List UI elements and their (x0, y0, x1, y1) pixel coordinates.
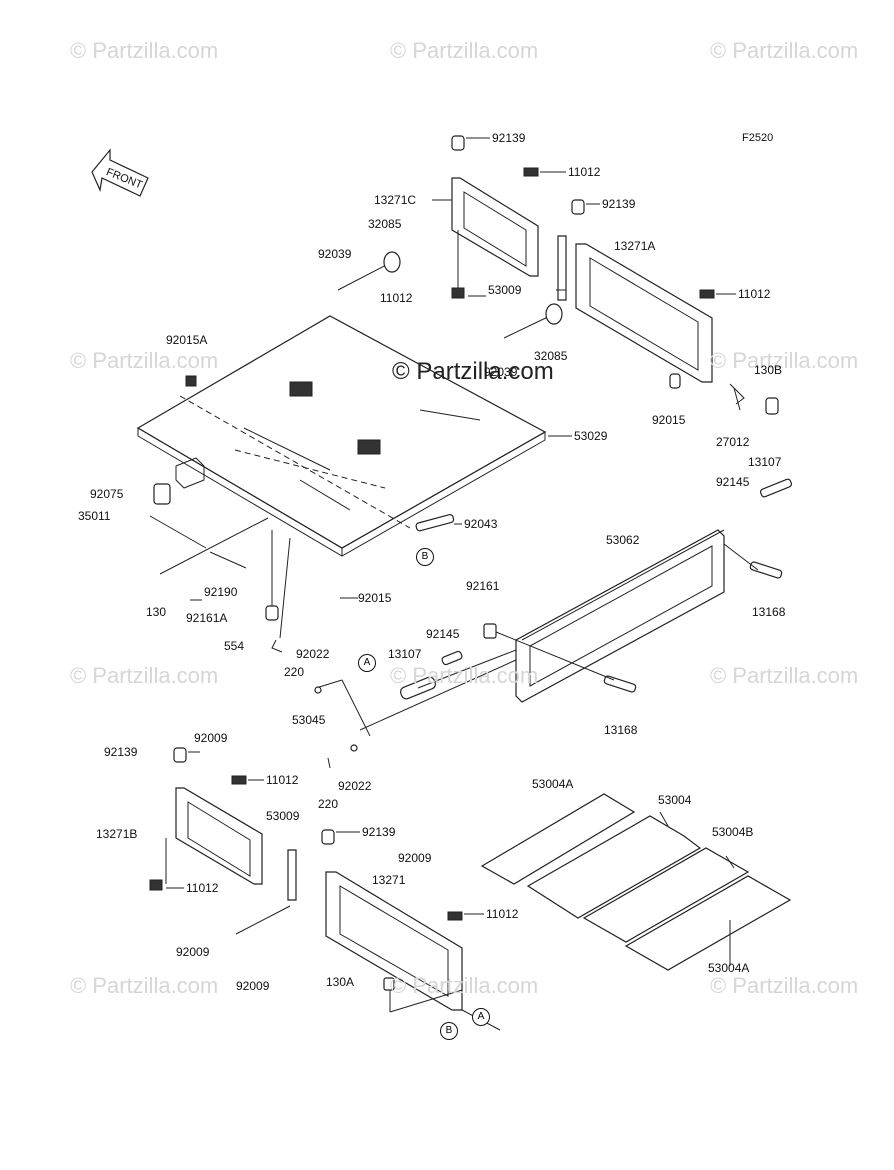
watermark-1: © Partzilla.com (70, 38, 219, 63)
part-label: 92039 (318, 247, 352, 261)
callout-a: A (472, 1008, 490, 1026)
part-label: 92009 (194, 731, 228, 745)
part-label: 13271C (374, 193, 417, 207)
part-label: 92009 (176, 945, 210, 959)
part-label: 11012 (186, 881, 219, 895)
part-label: 92039 (484, 365, 518, 379)
part-label: 92009 (236, 979, 270, 993)
center-watermark: © Partzilla.com (392, 358, 554, 385)
watermark-3: © Partzilla.com (710, 38, 859, 63)
part-label: 92161 (466, 579, 500, 593)
part-label: 53004A (532, 777, 574, 791)
part-label: 53004 (658, 793, 692, 807)
part-label: 11012 (568, 165, 601, 179)
watermark-4: © Partzilla.com (70, 348, 219, 373)
part-label: 92139 (492, 131, 526, 145)
part-label: 92022 (296, 647, 330, 661)
diagram-code: F2520 (742, 132, 774, 144)
part-label: 35011 (78, 509, 111, 523)
part-label: 13107 (388, 647, 422, 661)
watermark-5: © Partzilla.com (710, 348, 859, 373)
watermark-11: © Partzilla.com (710, 973, 859, 998)
side-panel-13271c (451, 135, 539, 299)
part-label: 220 (318, 797, 339, 811)
watermark-9: © Partzilla.com (70, 973, 219, 998)
part-label: 92015 (652, 413, 686, 427)
part-label: 92139 (104, 745, 138, 759)
part-label: 13271A (614, 239, 656, 253)
part-label: 11012 (380, 291, 413, 305)
callout-b: B (440, 1022, 458, 1040)
part-label: 92009 (398, 851, 432, 865)
part-label: 92075 (90, 487, 124, 501)
callout-a: A (358, 654, 376, 672)
side-panel-13271 (321, 829, 501, 1031)
part-label: 92015A (166, 333, 208, 347)
part-label: 220 (284, 665, 305, 679)
part-label: 130B (754, 363, 783, 377)
part-label: 13168 (604, 723, 638, 737)
hardware-upper (185, 251, 563, 387)
part-label: 92145 (716, 475, 750, 489)
cargo-bed-floor (136, 315, 547, 557)
part-label: 13271 (372, 873, 406, 887)
part-label: 13107 (748, 455, 782, 469)
part-label: 13168 (752, 605, 786, 619)
part-label: 53009 (488, 283, 522, 297)
side-panel-13271b (149, 747, 297, 935)
part-label: 32085 (534, 349, 568, 363)
part-label: 11012 (486, 907, 519, 921)
hardware-left (149, 483, 291, 653)
callout-b: B (416, 548, 434, 566)
part-label: 53029 (574, 429, 608, 443)
part-label: 92161A (186, 611, 228, 625)
side-panel-13271a (557, 199, 779, 415)
part-label: 130A (326, 975, 355, 989)
part-label: 92022 (338, 779, 372, 793)
part-label: 554 (224, 639, 245, 653)
part-label: 92190 (204, 585, 238, 599)
part-label: 11012 (266, 773, 299, 787)
part-label: 27012 (716, 435, 750, 449)
part-label: 11012 (738, 287, 771, 301)
part-label: 130 (146, 605, 167, 619)
floor-mats (480, 793, 792, 971)
part-label: 92015 (358, 591, 392, 605)
tailgate-53062 (399, 478, 793, 703)
part-label: 92139 (602, 197, 636, 211)
part-label: 53062 (606, 533, 640, 547)
watermark-10: © Partzilla.com (390, 973, 539, 998)
part-label: 13271B (96, 827, 138, 841)
part-label: 92139 (362, 825, 396, 839)
part-label: 53004A (708, 961, 750, 975)
cable-53045 (314, 659, 517, 769)
part-label: 53004B (712, 825, 754, 839)
part-label: 92145 (426, 627, 460, 641)
watermark-6: © Partzilla.com (70, 663, 219, 688)
watermark-7: © Partzilla.com (390, 663, 539, 688)
part-label: 53009 (266, 809, 300, 823)
front-arrow-icon: FRONT (91, 148, 149, 197)
watermark-2: © Partzilla.com (390, 38, 539, 63)
watermark-8: © Partzilla.com (710, 663, 859, 688)
part-label: 92043 (464, 517, 498, 531)
part-label: 53045 (292, 713, 326, 727)
leader-lines (166, 137, 736, 915)
part-label: 32085 (368, 217, 402, 231)
